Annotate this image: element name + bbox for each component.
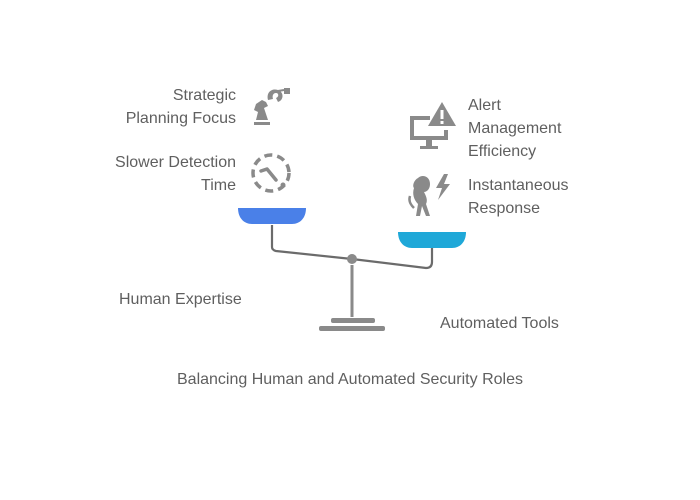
- item-text-line: Planning Focus: [125, 110, 236, 127]
- right-item-instantaneous-response: Instantaneous Response: [468, 174, 569, 220]
- left-item-strategic-planning: Strategic Planning Focus: [126, 84, 236, 130]
- right-item-alert-management: Alert Management Efficiency: [468, 94, 561, 163]
- left-pan: [238, 208, 306, 224]
- item-text-line: Strategic: [172, 87, 236, 104]
- scale-base-top: [331, 318, 375, 323]
- left-side-label: Human Expertise: [119, 291, 242, 308]
- monitor-alert-icon: [410, 102, 456, 149]
- scale-base-bottom: [319, 326, 385, 331]
- item-text-line: Management: [468, 120, 562, 137]
- right-pan: [398, 232, 466, 248]
- item-text-line: Instantaneous: [468, 177, 569, 194]
- scale-pivot: [347, 254, 357, 264]
- right-side-label: Automated Tools: [440, 315, 559, 332]
- item-text-line: Efficiency: [468, 143, 537, 160]
- dashed-clock-icon: [251, 153, 291, 193]
- item-text-line: Time: [201, 177, 236, 194]
- lightning-figure-icon: [408, 174, 450, 216]
- chess-knight-robot-arm-icon: [254, 88, 290, 125]
- diagram-title: Balancing Human and Automated Security R…: [177, 371, 523, 388]
- scale-column: [350, 265, 354, 317]
- item-text-line: Alert: [468, 97, 501, 114]
- item-text-line: Response: [468, 200, 541, 217]
- left-item-slower-detection: Slower Detection Time: [115, 151, 236, 197]
- item-text-line: Slower Detection: [115, 154, 236, 171]
